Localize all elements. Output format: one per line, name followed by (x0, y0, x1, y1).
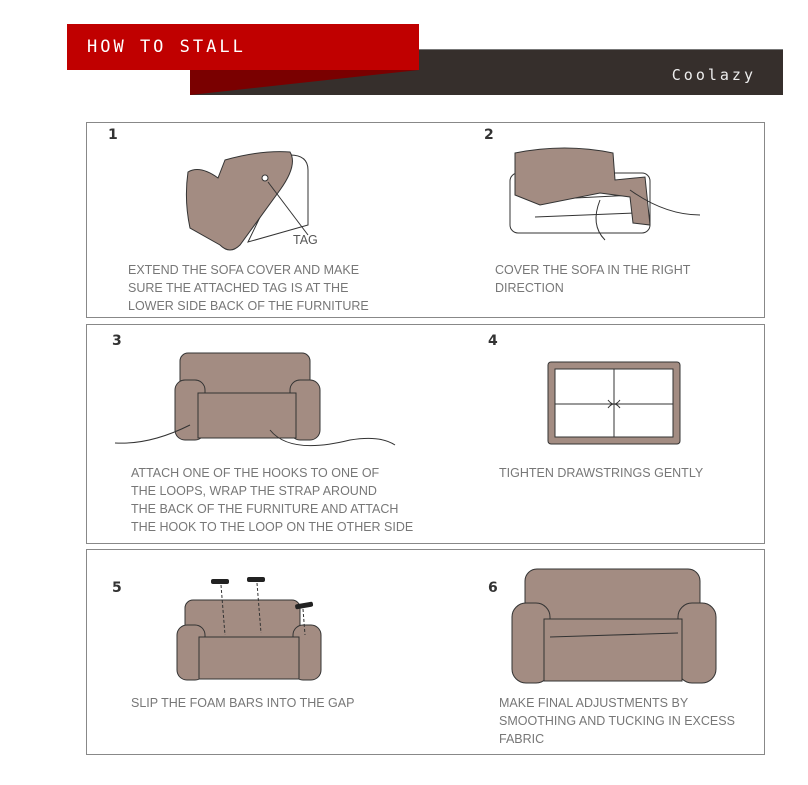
tag-label: TAG (293, 233, 318, 247)
steps-panel-1-2 (86, 122, 765, 318)
step-number: 4 (488, 333, 498, 349)
finished-sofa-illustration (511, 568, 717, 684)
steps-panel-3-4 (86, 324, 765, 544)
step-number: 2 (484, 127, 494, 143)
sofa-covering-illustration (509, 147, 701, 241)
foam-bar-illustration (176, 577, 322, 681)
brand-name: Coolazy (671, 66, 756, 84)
steps-panel-5-6 (86, 549, 765, 755)
drawstring-illustration (547, 361, 681, 445)
step-text: SLIP THE FOAM BARS INTO THE GAP (131, 696, 355, 710)
sofa-strap-illustration (114, 352, 396, 447)
step-number: 3 (112, 333, 122, 349)
step-number: 5 (112, 580, 122, 596)
step-text: TIGHTEN DRAWSTRINGS GENTLY (499, 466, 704, 480)
sofa-cover-illustration (185, 151, 309, 251)
header-title: HOW TO STALL (87, 37, 246, 57)
step-number: 6 (488, 580, 498, 596)
header-banner: HOW TO STALL (67, 24, 419, 70)
banner-shadow (190, 70, 419, 95)
step-number: 1 (108, 127, 118, 143)
